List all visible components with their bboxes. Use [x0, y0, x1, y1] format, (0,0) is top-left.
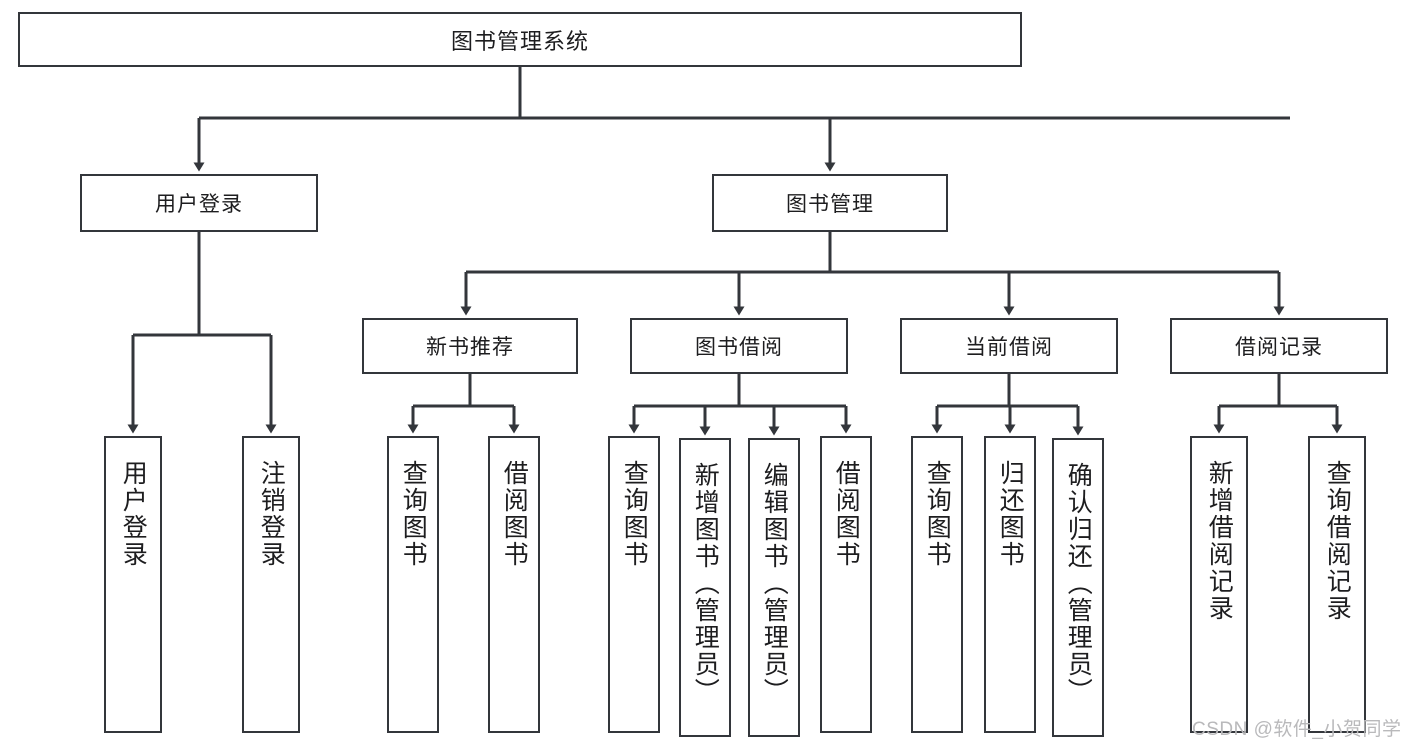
node-leaf-return-book-label: 归还图书: [996, 460, 1025, 568]
node-leaf-query-book-rec-label: 查询图书: [399, 460, 428, 568]
node-book-borrow-label: 图书借阅: [695, 336, 783, 359]
node-leaf-query-book-current[interactable]: 查询图书: [911, 436, 963, 733]
node-leaf-query-book-current-label: 查询图书: [923, 460, 952, 568]
node-leaf-query-book-rec[interactable]: 查询图书: [387, 436, 439, 733]
node-leaf-borrow-book-rec-label: 借阅图书: [500, 460, 529, 568]
node-new-book-rec-label: 新书推荐: [426, 336, 514, 359]
node-leaf-query-borrow-record-label: 查询借阅记录: [1323, 460, 1352, 622]
node-leaf-return-book[interactable]: 归还图书: [984, 436, 1036, 733]
node-leaf-query-book-borrow-label: 查询图书: [620, 460, 649, 568]
node-root-system[interactable]: 图书管理系统: [18, 12, 1022, 67]
node-leaf-query-book-borrow[interactable]: 查询图书: [608, 436, 660, 733]
node-leaf-add-book-admin[interactable]: 新增图书（管理员）: [679, 438, 731, 737]
node-borrow-record-label: 借阅记录: [1235, 336, 1323, 359]
node-leaf-confirm-return-admin-label: 确认归还（管理员）: [1064, 462, 1093, 705]
node-leaf-edit-book-admin[interactable]: 编辑图书（管理员）: [748, 438, 800, 737]
node-user-login-label: 用户登录: [155, 193, 243, 216]
node-current-borrow-label: 当前借阅: [965, 336, 1053, 359]
node-root-label: 图书管理系统: [450, 28, 589, 54]
node-leaf-logout-label: 注销登录: [257, 460, 286, 568]
node-leaf-logout[interactable]: 注销登录: [242, 436, 300, 733]
node-book-manage[interactable]: 图书管理: [712, 174, 948, 232]
node-new-book-rec[interactable]: 新书推荐: [362, 318, 578, 374]
node-leaf-user-login-label: 用户登录: [119, 460, 148, 568]
node-leaf-add-borrow-record[interactable]: 新增借阅记录: [1190, 436, 1248, 733]
node-leaf-query-borrow-record[interactable]: 查询借阅记录: [1308, 436, 1366, 733]
node-user-login[interactable]: 用户登录: [80, 174, 318, 232]
node-leaf-borrow-book-borrow[interactable]: 借阅图书: [820, 436, 872, 733]
node-leaf-user-login[interactable]: 用户登录: [104, 436, 162, 733]
node-leaf-add-book-admin-label: 新增图书（管理员）: [691, 462, 720, 705]
node-leaf-borrow-book-borrow-label: 借阅图书: [832, 460, 861, 568]
node-book-manage-label: 图书管理: [786, 193, 874, 216]
node-borrow-record[interactable]: 借阅记录: [1170, 318, 1388, 374]
node-leaf-confirm-return-admin[interactable]: 确认归还（管理员）: [1052, 438, 1104, 737]
node-leaf-edit-book-admin-label: 编辑图书（管理员）: [760, 462, 789, 705]
node-leaf-borrow-book-rec[interactable]: 借阅图书: [488, 436, 540, 733]
node-current-borrow[interactable]: 当前借阅: [900, 318, 1118, 374]
node-leaf-add-borrow-record-label: 新增借阅记录: [1205, 460, 1234, 622]
node-book-borrow[interactable]: 图书借阅: [630, 318, 848, 374]
